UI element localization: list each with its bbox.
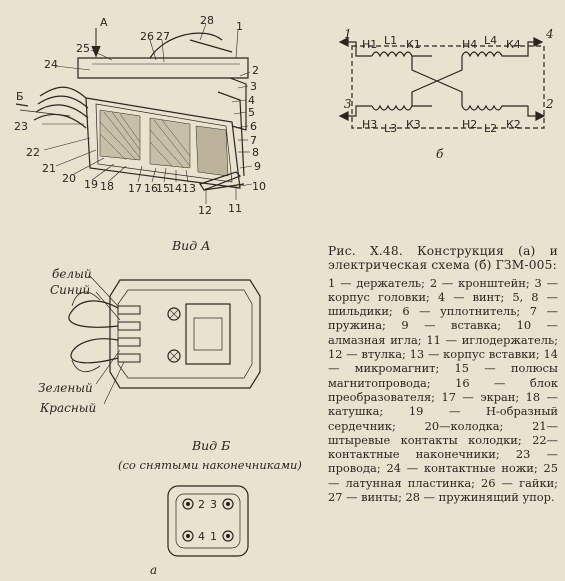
coil-label: L3 — [384, 122, 397, 135]
callout-number: 10 — [252, 180, 266, 193]
view-b-subtitle: (со снятыми наконечниками) — [118, 458, 302, 472]
wire-label-red: Красный — [39, 401, 96, 415]
coil-label: Н2 — [462, 118, 477, 131]
arrow-label: А — [100, 16, 108, 29]
coil-label: Н3 — [362, 118, 377, 131]
callout-number: 11 — [228, 202, 242, 215]
callout-number: 27 — [156, 30, 170, 43]
callout-number: 14 — [168, 182, 182, 195]
terminal-label: 3 — [344, 97, 352, 111]
coil-label: L4 — [484, 34, 497, 47]
figure-caption: Рис. Х.48. Конструкция (а) и электрическ… — [328, 244, 558, 504]
electrical-scheme-drawing — [338, 37, 546, 129]
wire-label-white: белый — [52, 267, 92, 281]
coil-label: Н1 — [362, 38, 377, 51]
callout-number: 19 — [84, 178, 98, 191]
callout-number: 2 — [252, 64, 259, 77]
callout-number: 16 — [144, 182, 158, 195]
socket-number: 2 — [198, 498, 205, 511]
socket-number: 4 — [198, 530, 205, 543]
callout-number: 12 — [198, 204, 212, 217]
callout-number: 18 — [100, 180, 114, 193]
callout-number: 15 — [156, 182, 170, 195]
caption-legend: 1 — держатель; 2 — кронштейн; 3 — корпус… — [328, 275, 558, 505]
coil-label: L1 — [384, 34, 397, 47]
subfigure-label: а — [150, 563, 157, 577]
callout-number: 25 — [76, 42, 90, 55]
callout-number: 9 — [254, 160, 261, 173]
socket-number: 3 — [210, 498, 217, 511]
callout-number: 8 — [252, 146, 259, 159]
subfigure-label: б — [436, 147, 444, 161]
callout-number: 4 — [248, 94, 255, 107]
terminal-label: 4 — [545, 27, 554, 41]
caption-title: Рис. Х.48. Конструкция (а) и электрическ… — [328, 244, 558, 273]
coil-label: К4 — [506, 38, 521, 51]
wire-label-blue: Синий — [50, 283, 90, 297]
coil-label: L2 — [484, 122, 497, 135]
callout-number: 1 — [236, 20, 243, 33]
callout-number: 22 — [26, 146, 40, 159]
view-b-drawing — [167, 485, 249, 557]
callout-number: 23 — [14, 120, 28, 133]
callout-number: 20 — [62, 172, 76, 185]
callout-number: 21 — [42, 162, 56, 175]
view-b-label: Вид Б — [192, 438, 231, 453]
callout-number: 26 — [140, 30, 154, 43]
callout-number: 3 — [250, 80, 257, 93]
view-a-drawing — [68, 275, 261, 405]
callout-number: 5 — [248, 106, 255, 119]
socket-number: 1 — [210, 530, 217, 543]
arrow-label: Б — [16, 90, 24, 103]
terminal-label: 1 — [344, 27, 352, 41]
coil-label: К2 — [506, 118, 521, 131]
view-a-label: Вид А — [172, 238, 211, 253]
callout-number: 28 — [200, 14, 214, 27]
wire-label-green: Зеленый — [38, 381, 93, 395]
callout-number: 17 — [128, 182, 142, 195]
callout-number: 24 — [44, 58, 58, 71]
coil-label: К1 — [406, 38, 421, 51]
coil-label: Н4 — [462, 38, 477, 51]
cross-section-drawing — [15, 23, 253, 204]
callout-number: 7 — [250, 134, 257, 147]
callout-number: 6 — [250, 120, 257, 133]
terminal-label: 2 — [545, 97, 554, 111]
coil-label: К3 — [406, 118, 421, 131]
callout-number: 13 — [182, 182, 196, 195]
